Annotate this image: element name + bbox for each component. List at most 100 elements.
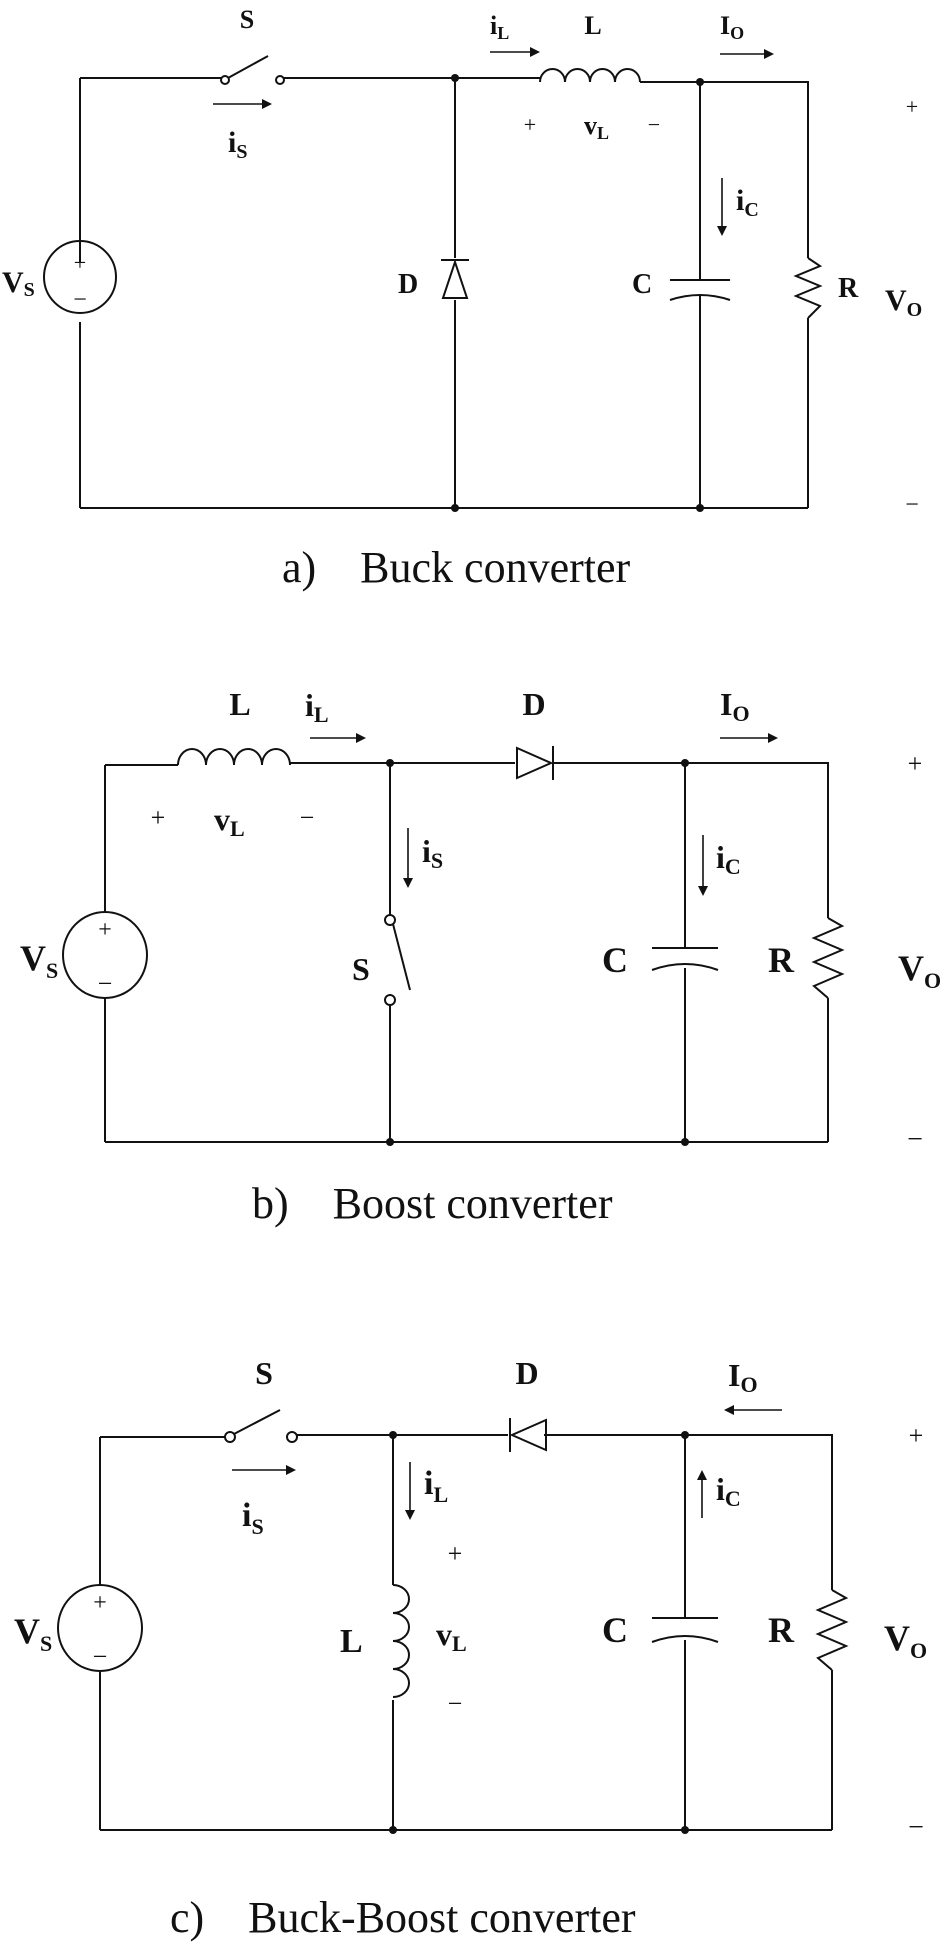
bb-ic-arrowhead xyxy=(697,1470,707,1480)
bb-switch-label: S xyxy=(255,1355,273,1391)
buck-vo-plus: + xyxy=(906,94,918,119)
bb-inductor-coil xyxy=(392,1584,410,1698)
bb-diode-triangle xyxy=(509,1418,547,1452)
boost-wire-top-mid xyxy=(290,762,829,1142)
boost-vo-minus: − xyxy=(907,1124,923,1155)
buck-junction-bottom-diode xyxy=(451,504,459,512)
boost-junction-bottom-cap xyxy=(681,1138,689,1146)
buck-caption: a) Buck converter xyxy=(282,543,631,592)
boost-resistor xyxy=(811,917,845,999)
bb-cap-plate-bottom xyxy=(651,1635,719,1643)
boost-switch-pin-bottom xyxy=(384,994,396,1006)
bb-junction-bottom-cap xyxy=(681,1826,689,1834)
bb-vl-plus: + xyxy=(448,1539,463,1568)
buck-vl-minus: − xyxy=(648,112,660,137)
boost-cap-label: C xyxy=(602,940,628,980)
buck-vl-plus: + xyxy=(524,112,536,137)
bb-switch-pin-left xyxy=(224,1431,236,1443)
boost-source-circle xyxy=(62,911,148,999)
buck-io-label: IO xyxy=(720,11,744,43)
buck-source-circle xyxy=(43,240,117,314)
buck-switch-pin-right xyxy=(275,75,285,85)
buck-il-label: iL xyxy=(490,11,509,43)
boost-source-minus: − xyxy=(98,969,113,998)
buck-cap-label: C xyxy=(632,269,652,300)
buck-diode-label: D xyxy=(398,269,418,300)
bb-source-minus: − xyxy=(93,1642,108,1671)
bb-source-plus: + xyxy=(93,1590,107,1616)
bb-is-label: iS xyxy=(242,1497,264,1539)
buckboost-converter-diagram: + − VS S iS L iL + vL − D C iC xyxy=(14,1355,927,1942)
bb-inductor-label: L xyxy=(340,1623,363,1660)
boost-ic-label: iC xyxy=(716,839,741,879)
boost-io-label: IO xyxy=(720,686,750,726)
boost-il-label: iL xyxy=(305,687,329,727)
bb-is-arrowhead xyxy=(286,1465,296,1475)
buck-junction-top-diode xyxy=(451,74,459,82)
buck-inductor-coil xyxy=(539,68,641,83)
buck-source-label: VS xyxy=(2,266,35,301)
bb-vo-plus: + xyxy=(909,1421,924,1450)
buck-is-arrowhead xyxy=(262,99,272,109)
boost-diode-triangle xyxy=(516,746,554,780)
bb-io-arrowhead xyxy=(724,1405,734,1415)
bb-source-label: VS xyxy=(14,1611,52,1656)
boost-vo-plus: + xyxy=(908,749,923,778)
boost-diode-label: D xyxy=(522,686,545,722)
bb-ic-label: iC xyxy=(716,1471,741,1511)
boost-vo-label: VO xyxy=(898,948,941,993)
bb-junction-top-inductor xyxy=(389,1431,397,1439)
bb-il-arrowhead xyxy=(405,1510,415,1520)
buck-junction-top-cap xyxy=(696,78,704,86)
buck-vo-minus: − xyxy=(905,492,919,518)
bb-wire-top-mid xyxy=(292,1434,833,1830)
bb-vo-minus: − xyxy=(908,1812,924,1843)
buck-resistor-label: R xyxy=(838,273,859,304)
buckboost-caption: c) Buck-Boost converter xyxy=(170,1893,636,1942)
buck-inductor-label: L xyxy=(584,11,601,40)
boost-switch-label: S xyxy=(352,951,370,987)
bb-switch-pin-right xyxy=(286,1431,298,1443)
bb-vo-label: VO xyxy=(884,1618,927,1663)
buck-cap-plate-bottom xyxy=(669,294,731,301)
buck-switch-label: S xyxy=(240,5,254,34)
buck-diode-triangle xyxy=(441,258,469,299)
boost-switch-blade xyxy=(392,923,411,991)
boost-junction-top-switch xyxy=(386,759,394,767)
bb-il-label: iL xyxy=(424,1465,448,1507)
boost-is-arrowhead xyxy=(403,878,413,888)
boost-switch-pin-top xyxy=(384,914,396,926)
bb-resistor xyxy=(815,1589,849,1671)
buck-vl-label: vL xyxy=(584,111,609,143)
buck-junction-bottom-cap xyxy=(696,504,704,512)
bb-io-label: IO xyxy=(728,1357,758,1397)
boost-source-label: VS xyxy=(20,938,58,983)
buck-converter-diagram: + − VS S iS L iL + vL − D C iC xyxy=(2,5,922,592)
buck-source-minus: − xyxy=(73,287,87,313)
buck-is-label: iS xyxy=(228,126,247,163)
boost-is-label: iS xyxy=(422,833,443,873)
buck-wire-top-right xyxy=(640,81,809,508)
bb-vl-minus: − xyxy=(448,1689,463,1718)
buck-switch-pin-left xyxy=(220,75,230,85)
bb-switch-blade xyxy=(233,1409,281,1435)
boost-inductor-coil xyxy=(177,748,291,766)
buck-switch-blade xyxy=(227,55,269,79)
buck-source-plus: + xyxy=(74,250,86,275)
boost-il-arrowhead xyxy=(356,733,366,743)
boost-ic-arrowhead xyxy=(698,886,708,896)
boost-resistor-label: R xyxy=(768,940,795,980)
bb-junction-bottom-inductor xyxy=(389,1826,397,1834)
buck-il-arrowhead xyxy=(530,47,540,57)
boost-cap-plate-bottom xyxy=(651,963,719,971)
buck-ic-label: iC xyxy=(736,184,759,221)
bb-resistor-label: R xyxy=(768,1610,795,1650)
boost-inductor-label: L xyxy=(229,686,250,722)
bb-cap-label: C xyxy=(602,1610,628,1650)
boost-io-arrowhead xyxy=(768,733,778,743)
bb-source-circle xyxy=(57,1584,143,1672)
boost-converter-diagram: + − VS L iL + vL − S iS D C iC xyxy=(20,686,941,1228)
buck-vo-label: VO xyxy=(885,284,922,321)
boost-junction-top-cap xyxy=(681,759,689,767)
